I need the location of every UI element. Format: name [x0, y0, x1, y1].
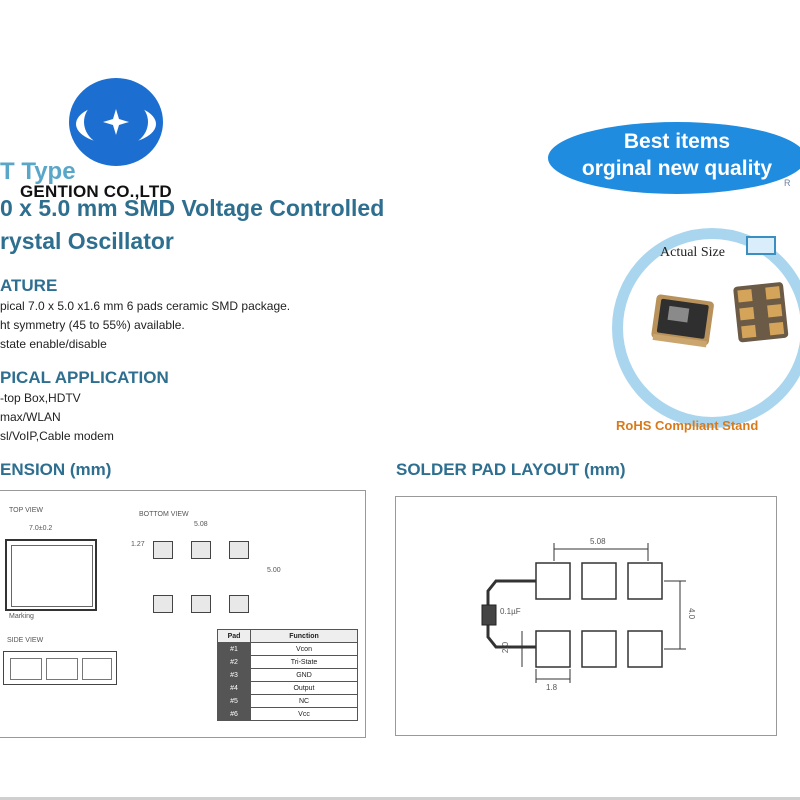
side-view-label: SIDE VIEW: [7, 637, 44, 644]
dimension-drawing-panel: TOP VIEW 7.0±0.2 Marking BOTTOM VIEW 5.0…: [0, 490, 366, 738]
pin-number: #2: [217, 655, 251, 669]
pin-function: Tri-State: [250, 655, 358, 669]
side-view-outline: [3, 651, 117, 685]
pin-table-header: Function: [250, 629, 358, 643]
bottom-divider: [0, 797, 800, 800]
dim-bottom-label: 5.08: [194, 521, 208, 528]
pad-dim-bottom: 1.8: [546, 683, 558, 692]
feature-item: pical 7.0 x 5.0 x1.6 mm 6 pads ceramic S…: [0, 299, 291, 313]
dim-top-label: 7.0±0.2: [29, 525, 53, 532]
solder-pad-diagram: [481, 543, 686, 683]
feature-item: state enable/disable: [0, 337, 107, 351]
actual-size-box: [746, 236, 776, 255]
bottom-view-label: BOTTOM VIEW: [139, 511, 189, 518]
company-logo: [66, 72, 166, 172]
pad-dim-top: 5.08: [590, 537, 606, 546]
promo-badge-line1: Best items: [623, 130, 731, 153]
pin-function: Vcon: [250, 642, 358, 656]
pad-dim-right: 4.0: [687, 607, 697, 620]
dimension-heading: ENSION (mm): [0, 460, 112, 479]
application-item: -top Box,HDTV: [0, 391, 81, 405]
rohs-label: RoHS Compliant Stand: [616, 418, 759, 433]
pin-table-header: Pad: [217, 629, 251, 643]
pin-number: #6: [217, 707, 251, 721]
pad-dim-left: 2.0: [501, 641, 511, 654]
application-item: max/WLAN: [0, 410, 61, 424]
solder-pad-panel: 5.08 4.0 2.0 1.8 0.1µF: [395, 496, 777, 736]
pin-function: GND: [250, 668, 358, 682]
promo-badge-line2: orginal new quality: [581, 157, 773, 180]
bottom-view-pads: [147, 533, 257, 623]
application-item: sl/VoIP,Cable modem: [0, 429, 114, 443]
actual-size-label: Actual Size: [660, 245, 725, 260]
pin-number: #5: [217, 694, 251, 708]
dim-small-label: 1.27: [131, 541, 145, 548]
feature-heading: ATURE: [0, 276, 58, 295]
product-title-line2: rystal Oscillator: [0, 228, 174, 254]
application-heading: PICAL APPLICATION: [0, 368, 169, 387]
promo-badge: Best items orginal new quality: [548, 122, 800, 194]
company-name: GENTION CO.,LTD: [20, 182, 172, 201]
feature-item: ht symmetry (45 to 55%) available.: [0, 318, 185, 332]
product-title-line1: 0 x 5.0 mm SMD Voltage Controlled: [0, 195, 385, 221]
marking-label: Marking: [9, 613, 34, 620]
badge-corner-text: R: [784, 178, 791, 188]
pin-function: Output: [250, 681, 358, 695]
actual-size-circle: [612, 228, 800, 428]
pin-number: #4: [217, 681, 251, 695]
pin-number: #3: [217, 668, 251, 682]
capacitor-label: 0.1µF: [500, 607, 521, 616]
pin-function: NC: [250, 694, 358, 708]
dim-height-label: 5.00: [267, 567, 281, 574]
pin-function: Vcc: [250, 707, 358, 721]
solder-pad-heading: SOLDER PAD LAYOUT (mm): [396, 460, 626, 479]
product-type-title: T Type: [0, 158, 76, 185]
pin-number: #1: [217, 642, 251, 656]
crystal-photo: [651, 282, 789, 348]
top-view-outline: [5, 539, 97, 611]
top-view-label: TOP VIEW: [9, 507, 43, 514]
